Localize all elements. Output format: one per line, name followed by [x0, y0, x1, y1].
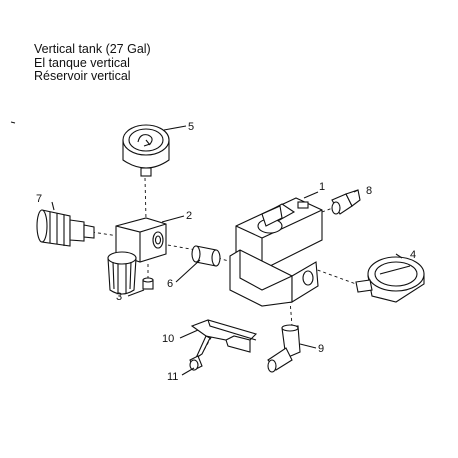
- plug: [142, 277, 154, 290]
- callout-11: 11: [167, 371, 178, 383]
- callout-6: 6: [167, 278, 173, 290]
- callout-5: 5: [188, 121, 194, 133]
- callout-1: 1: [319, 181, 325, 193]
- callout-7: 7: [36, 193, 42, 205]
- title-spanish: El tanque vertical: [34, 55, 130, 70]
- callout-10: 10: [162, 333, 174, 345]
- outlet-pressure-gauge: [122, 124, 170, 177]
- pressure-switch: [229, 197, 323, 307]
- title-english: Vertical tank (27 Gal): [34, 42, 151, 56]
- callout-3: 3: [116, 291, 122, 303]
- callout-8: 8: [366, 185, 372, 197]
- callout-2: 2: [186, 210, 192, 222]
- title-french: Réservoir vertical: [34, 69, 131, 83]
- screw: [189, 335, 211, 371]
- check-valve-elbow: [267, 324, 301, 373]
- mounting-bracket: [190, 319, 258, 353]
- regulator: [107, 217, 167, 295]
- tank-pressure-gauge: [355, 256, 425, 303]
- nipple: [191, 245, 221, 267]
- callout-4: 4: [410, 249, 416, 261]
- callout-9: 9: [318, 343, 324, 355]
- diagram-title: Vertical tank (27 Gal) El tanque vertica…: [34, 42, 151, 84]
- leader-lines: [51, 125, 403, 376]
- quick-coupler: [36, 209, 95, 247]
- elbow-fitting: [331, 189, 361, 215]
- stray-mark: [10, 121, 16, 124]
